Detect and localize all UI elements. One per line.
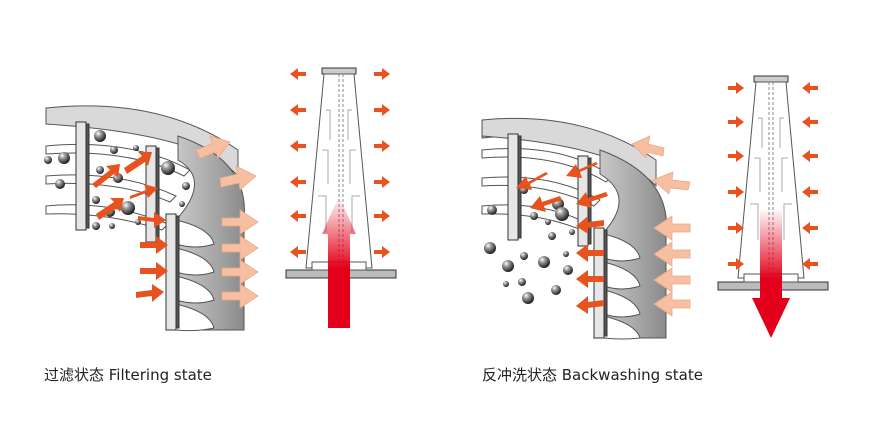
- downward-flow-arrow: [752, 208, 790, 338]
- inflow-arrows: [92, 152, 168, 302]
- particles: [44, 130, 190, 230]
- particles: [484, 186, 575, 304]
- backwashing-state-caption: 反冲洗状态 Backwashing state: [482, 366, 703, 384]
- backwash-inward-arrows: [516, 162, 608, 314]
- filtering-screen-illustration: [44, 105, 259, 332]
- screen-top-band: [481, 117, 657, 188]
- wedge-scallops: [603, 233, 641, 340]
- side-outflow-arrows: [290, 68, 390, 258]
- filtering-element-side-view: [285, 67, 397, 328]
- backwash-incoming-arrows: [631, 135, 691, 317]
- backwashing-screen-illustration: [481, 117, 691, 340]
- backwashing-element-side-view: [717, 75, 829, 338]
- filtering-state-caption: 过滤状态 Filtering state: [44, 366, 212, 384]
- side-inflow-arrows: [728, 82, 818, 270]
- upward-flow-arrow: [322, 196, 356, 328]
- wedge-scallops: [175, 219, 215, 332]
- outflow-arrows: [195, 135, 259, 309]
